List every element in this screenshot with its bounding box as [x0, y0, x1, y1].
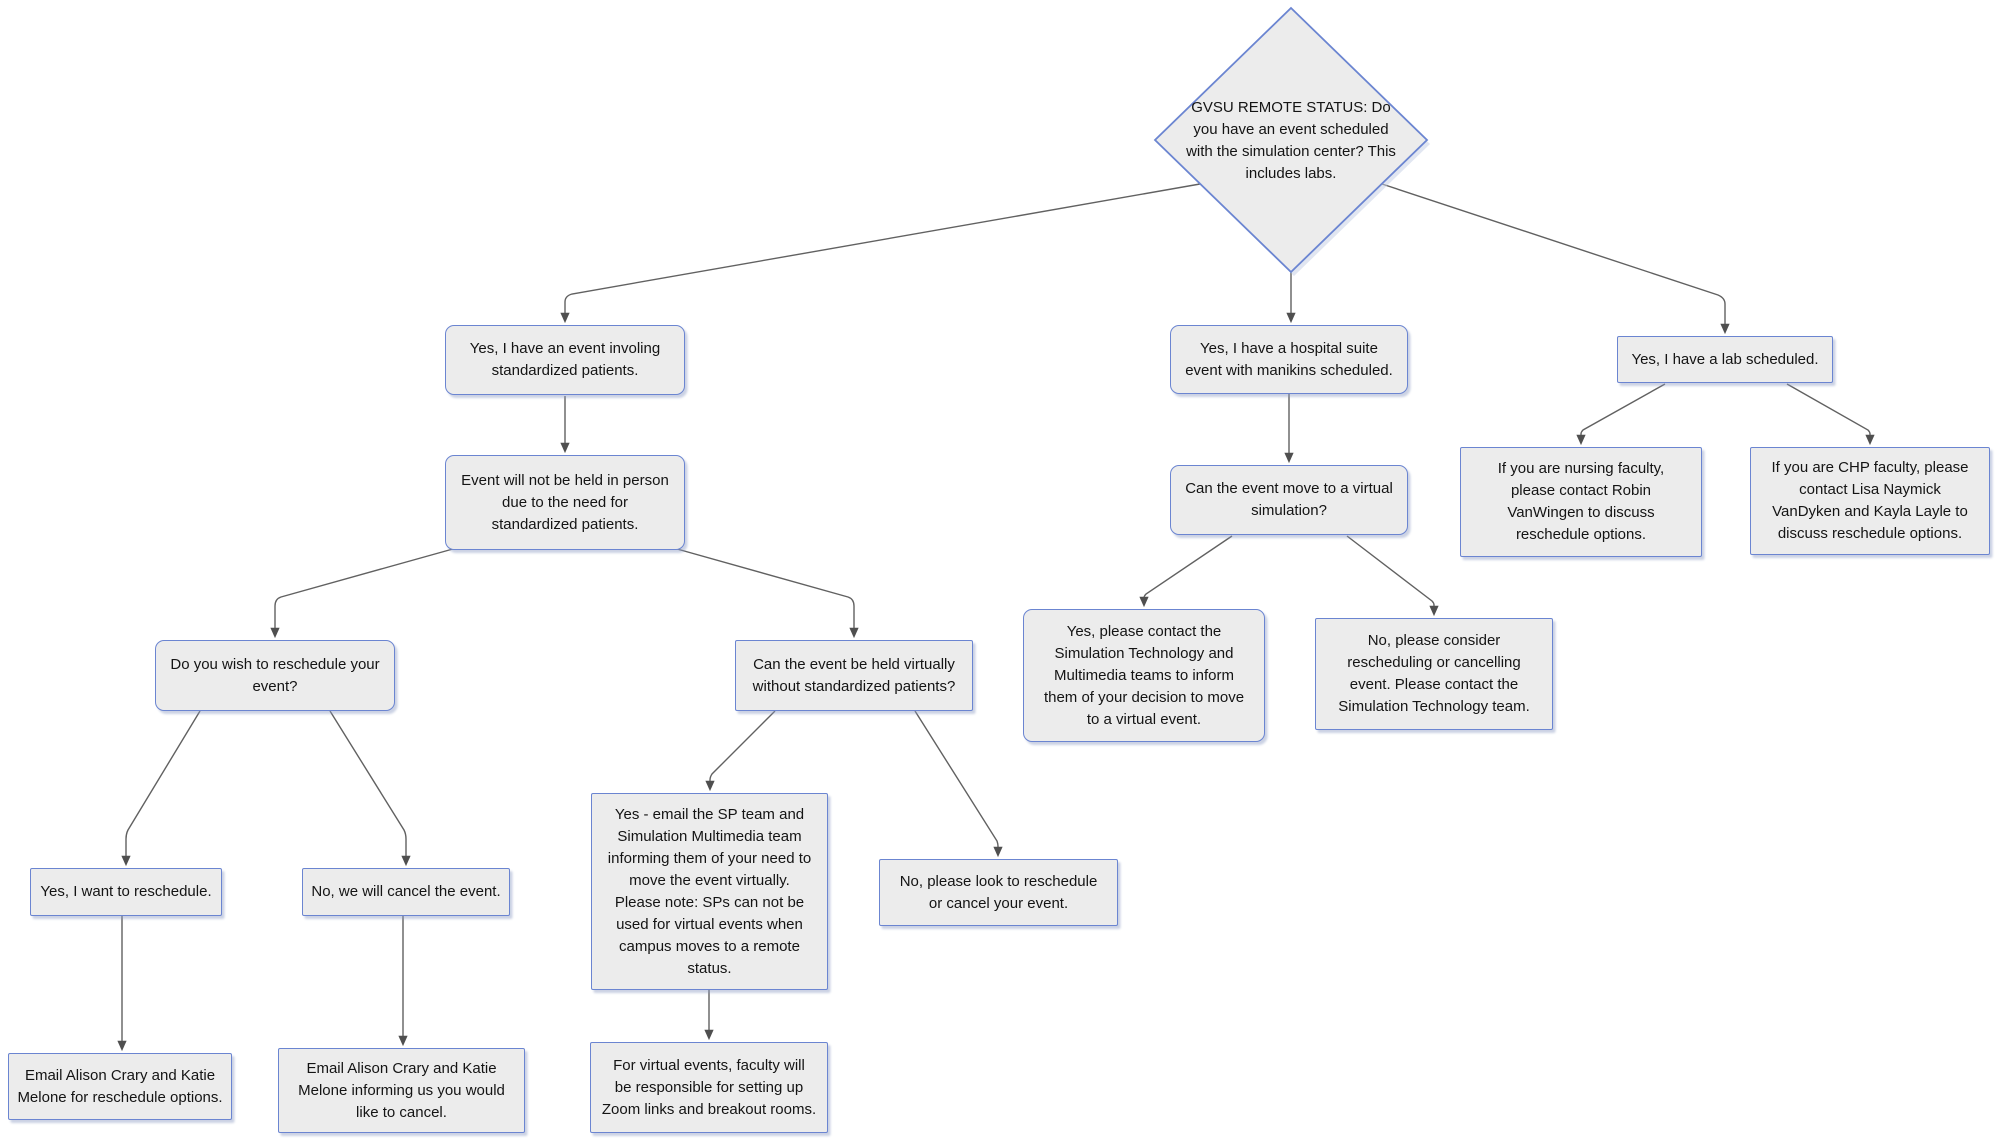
root-diamond-shape: [1153, 6, 1429, 274]
edge-root-to-sp-event: [560, 183, 1201, 324]
edge-virtual-sim-to-no-consider: [1346, 535, 1439, 617]
node-not-in-person: Event will not be held in person due to …: [445, 455, 685, 550]
node-chp-faculty: If you are CHP faculty, please contact L…: [1750, 447, 1990, 555]
node-wish-reschedule: Do you wish to reschedule your event?: [155, 640, 395, 711]
edge-held-virtually-to-yes-email-sp: [705, 710, 776, 792]
edge-lab-scheduled-to-chp-faculty: [1786, 383, 1875, 446]
node-no-consider: No, please consider rescheduling or canc…: [1315, 618, 1553, 730]
edge-not-in-person-to-wish-reschedule: [270, 546, 461, 639]
node-email-reschedule: Email Alison Crary and Katie Melone for …: [8, 1053, 232, 1120]
edge-virtual-sim-to-yes-contact-simtech: [1139, 535, 1233, 608]
node-nursing-faculty: If you are nursing faculty, please conta…: [1460, 447, 1702, 557]
node-root: GVSU REMOTE STATUS: Do you have an event…: [1186, 99, 1396, 182]
node-email-cancel: Email Alison Crary and Katie Melone info…: [278, 1048, 525, 1133]
node-held-virtually: Can the event be held virtually without …: [735, 640, 973, 711]
node-yes-email-sp: Yes - email the SP team and Simulation M…: [591, 793, 828, 990]
node-lab-scheduled: Yes, I have a lab scheduled.: [1617, 336, 1833, 383]
node-hospital-suite: Yes, I have a hospital suite event with …: [1170, 325, 1408, 394]
edge-wish-reschedule-to-yes-reschedule: [121, 710, 201, 867]
edge-not-in-person-to-held-virtually: [669, 546, 859, 639]
node-sp-event: Yes, I have an event involing standardiz…: [445, 325, 685, 395]
node-yes-reschedule: Yes, I want to reschedule.: [30, 868, 222, 916]
node-virtual-zoom: For virtual events, faculty will be resp…: [590, 1042, 828, 1133]
node-virtual-sim: Can the event move to a virtual simulati…: [1170, 465, 1408, 535]
edge-root-to-lab-scheduled: [1381, 183, 1730, 335]
edge-wish-reschedule-to-no-cancel: [329, 710, 411, 867]
edge-lab-scheduled-to-nursing-faculty: [1576, 383, 1666, 446]
node-no-reschedule-cancel: No, please look to reschedule or cancel …: [879, 859, 1118, 926]
node-no-cancel: No, we will cancel the event.: [302, 868, 510, 916]
edge-held-virtually-to-no-reschedule-cancel: [914, 710, 1003, 858]
node-yes-contact-simtech: Yes, please contact the Simulation Techn…: [1023, 609, 1265, 742]
